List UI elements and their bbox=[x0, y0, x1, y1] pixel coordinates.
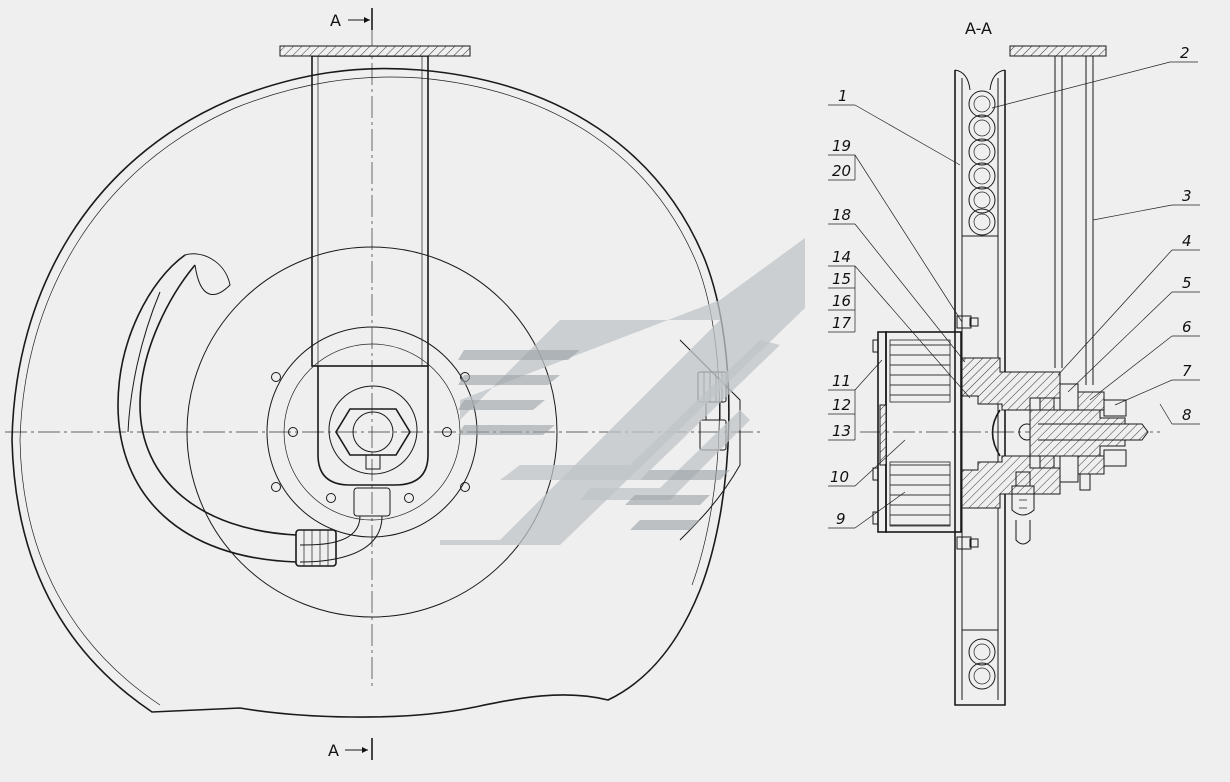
bolt-head bbox=[956, 536, 972, 550]
bearing-ring bbox=[328, 385, 418, 475]
hex-nut bbox=[335, 408, 411, 456]
seal bbox=[1039, 397, 1055, 411]
pipe-bend bbox=[299, 515, 383, 563]
watermark-logo bbox=[440, 238, 805, 545]
hose-outer bbox=[139, 264, 297, 536]
bolt bbox=[271, 372, 281, 382]
callout-9: 9 bbox=[836, 510, 846, 528]
callout-5: 5 bbox=[1182, 274, 1192, 292]
callout-12: 12 bbox=[832, 396, 851, 414]
hose-end bbox=[184, 253, 231, 295]
callout-10: 10 bbox=[830, 468, 849, 486]
nut bbox=[1103, 399, 1127, 417]
callout-13: 13 bbox=[832, 422, 851, 440]
bolt bbox=[404, 493, 414, 503]
callout-17: 17 bbox=[832, 314, 852, 332]
callout-8: 8 bbox=[1182, 406, 1192, 424]
spiral-housing bbox=[11, 67, 730, 718]
bearing-lower bbox=[1059, 455, 1079, 483]
housing-inner-edge bbox=[19, 76, 720, 706]
bolt bbox=[288, 427, 298, 437]
callout-16: 16 bbox=[832, 292, 851, 310]
callout-4: 4 bbox=[1182, 232, 1192, 250]
section-mark-top: A bbox=[330, 8, 373, 30]
callout-19: 19 bbox=[832, 137, 851, 155]
section-letter-bottom: A bbox=[328, 741, 339, 760]
bolt-head bbox=[956, 315, 972, 329]
fins-lower bbox=[889, 461, 951, 527]
bolt bbox=[271, 482, 281, 492]
callout-18: 18 bbox=[832, 206, 851, 224]
bearing-upper bbox=[1059, 383, 1079, 411]
callout-15: 15 bbox=[832, 270, 851, 288]
section-view: A-A bbox=[828, 19, 1200, 706]
fins-upper bbox=[889, 339, 951, 403]
pipe-bend bbox=[299, 515, 361, 546]
section-mark-bottom: A bbox=[328, 738, 373, 760]
cap bbox=[1077, 391, 1105, 411]
callout-14: 14 bbox=[832, 248, 851, 266]
bolt bbox=[326, 493, 336, 503]
hose-inner bbox=[117, 254, 297, 563]
callout-3: 3 bbox=[1182, 187, 1192, 205]
hub-bolts bbox=[271, 372, 470, 503]
section-title: A-A bbox=[965, 19, 992, 38]
rotor-disk bbox=[186, 246, 558, 618]
callout-20: 20 bbox=[832, 162, 851, 180]
section-letter-top: A bbox=[330, 11, 341, 30]
drain-valve bbox=[1011, 485, 1035, 516]
callout-1: 1 bbox=[838, 87, 848, 105]
callout-7: 7 bbox=[1182, 362, 1192, 380]
callout-2: 2 bbox=[1180, 44, 1190, 62]
bearing-block bbox=[317, 366, 429, 486]
section-top-flange bbox=[1009, 45, 1107, 57]
shaft bbox=[1029, 409, 1149, 457]
callout-6: 6 bbox=[1182, 318, 1192, 336]
front-view: A A bbox=[5, 8, 760, 760]
nipple bbox=[365, 454, 381, 470]
bolt bbox=[460, 482, 470, 492]
bore-curve bbox=[991, 409, 1001, 457]
bolt bbox=[442, 427, 452, 437]
seal bbox=[1039, 455, 1055, 469]
shaft-end bbox=[352, 411, 394, 453]
nut bbox=[1103, 449, 1127, 467]
hose-guide bbox=[127, 291, 161, 433]
top-flange bbox=[279, 45, 471, 57]
hose-coupling bbox=[295, 529, 337, 567]
coil-stack bbox=[962, 90, 998, 690]
pipe-fitting bbox=[353, 487, 391, 517]
cap bbox=[1077, 455, 1105, 475]
callouts: 1 2 3 4 5 6 7 bbox=[828, 44, 1200, 529]
mounting-post bbox=[311, 55, 429, 367]
callout-11: 11 bbox=[832, 372, 851, 390]
